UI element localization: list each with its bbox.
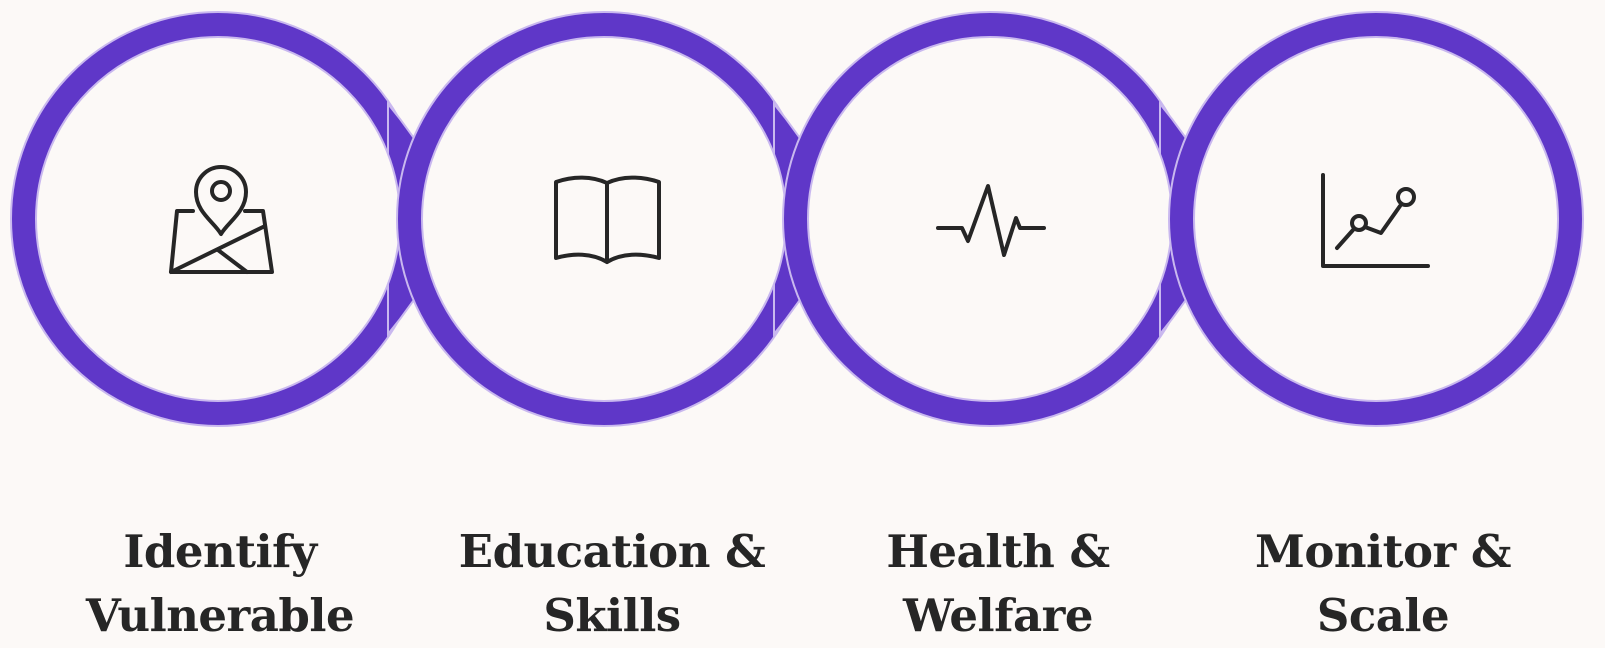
step-ring-inner	[807, 36, 1173, 402]
map-pin-icon	[169, 165, 274, 274]
step-rings	[10, 11, 1584, 427]
step-label-education-skills: Education & Skills	[442, 520, 782, 648]
step-label-health-welfare: Health & Welfare	[828, 520, 1168, 648]
step-label-identify-vulnerable: Identify Vulnerable	[50, 520, 390, 648]
step-label-line: Education &	[458, 525, 766, 578]
step-label-line: Skills	[543, 589, 681, 642]
step-label-line: Scale	[1316, 589, 1450, 642]
step-label-monitor-scale: Monitor & Scale	[1213, 520, 1553, 648]
step-ring-inner	[421, 36, 787, 402]
step-label-line: Welfare	[903, 589, 1093, 642]
step-label-line: Monitor &	[1255, 525, 1511, 578]
heartbeat-icon	[936, 184, 1046, 257]
step-label-line: Health &	[886, 525, 1110, 578]
step-ring-inner	[1193, 36, 1559, 402]
step-label-line: Identify	[123, 525, 317, 578]
line-chart-icon	[1321, 173, 1430, 268]
open-book-icon	[554, 175, 661, 264]
step-label-line: Vulnerable	[85, 589, 355, 642]
step-icons	[169, 165, 1430, 274]
